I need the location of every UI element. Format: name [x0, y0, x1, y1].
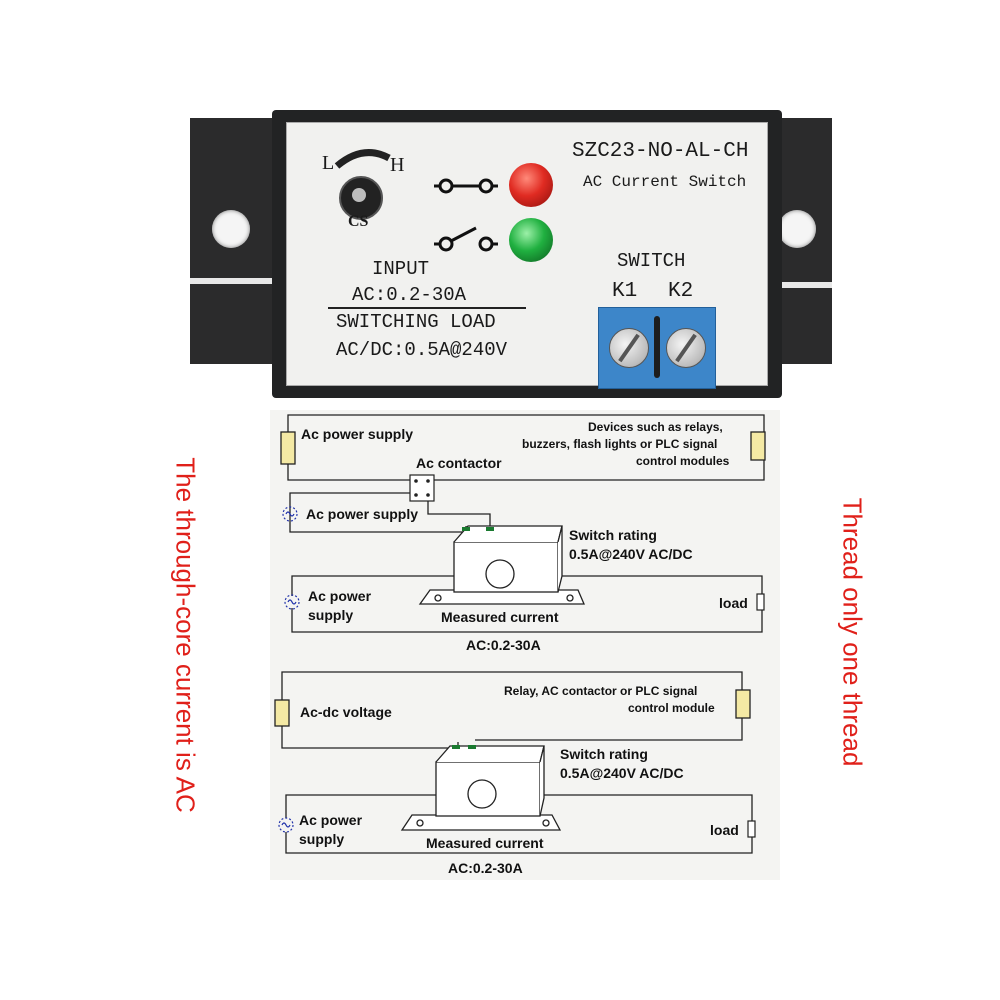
knob-high-label: H: [390, 154, 405, 176]
d2-relay-line2: control module: [628, 701, 715, 715]
d2-measured: Measured current: [426, 835, 544, 851]
subtitle-label: AC Current Switch: [583, 173, 747, 191]
d1-ac-supply-bottom-line1: Ac power: [308, 588, 372, 604]
left-bracket-stripe: [190, 278, 282, 284]
input-range: AC:0.2-30A: [352, 284, 467, 306]
d2-ac-supply-line2: supply: [299, 831, 345, 847]
switch-open-icon: [434, 226, 498, 252]
model-label: SZC23-NO-AL-CH: [572, 140, 749, 163]
d1-measured: Measured current: [441, 609, 559, 625]
side-note-left: The through-core current is AC: [170, 457, 201, 813]
right-mounting-hole: [778, 210, 816, 248]
sensitivity-knob[interactable]: [339, 176, 383, 220]
d2-rating-line2: 0.5A@240V AC/DC: [560, 765, 684, 781]
switch-title: SWITCH: [617, 250, 686, 272]
d1-ac-supply-top: Ac power supply: [301, 426, 414, 442]
right-bracket-stripe: [772, 282, 832, 288]
input-title: INPUT: [372, 258, 430, 280]
d1-range: AC:0.2-30A: [466, 637, 541, 653]
switch-no-icon: [434, 178, 498, 194]
d1-rating-line1: Switch rating: [569, 527, 657, 543]
screw-k1-icon[interactable]: [609, 328, 649, 368]
d1-devices-line1: Devices such as relays,: [588, 420, 723, 434]
terminal-separator: [654, 316, 660, 378]
knob-low-label: L: [322, 152, 335, 174]
left-mounting-hole: [212, 210, 250, 248]
d2-rating-line1: Switch rating: [560, 746, 648, 762]
d1-devices-line3: control modules: [636, 454, 730, 468]
d2-ac-supply-line1: Ac power: [299, 812, 363, 828]
side-note-right: Thread only one thread: [837, 497, 868, 767]
d2-relay-line1: Relay, AC contactor or PLC signal: [504, 684, 698, 698]
d1-rating-line2: 0.5A@240V AC/DC: [569, 546, 693, 562]
terminal-k2-label: K2: [668, 280, 694, 303]
knob-arc-icon: [334, 149, 391, 169]
d1-ac-supply-mid: Ac power supply: [306, 506, 419, 522]
d2-load: load: [710, 822, 739, 838]
d1-load: load: [719, 595, 748, 611]
d2-voltage: Ac-dc voltage: [300, 704, 392, 720]
terminal-k1-label: K1: [612, 280, 638, 303]
terminal-block: [598, 307, 716, 389]
screw-k2-icon[interactable]: [666, 328, 706, 368]
green-led-icon: [509, 218, 553, 262]
load-rating: AC/DC:0.5A@240V: [336, 339, 508, 361]
panel-divider: [328, 307, 526, 309]
d1-devices-line2: buzzers, flash lights or PLC signal: [522, 437, 718, 451]
contactor-box: [409, 474, 435, 502]
d1-ac-supply-bottom-line2: supply: [308, 607, 354, 623]
d2-range: AC:0.2-30A: [448, 860, 523, 876]
knob-label: CS: [348, 213, 369, 230]
red-led-icon: [509, 163, 553, 207]
load-title: SWITCHING LOAD: [336, 311, 496, 333]
d1-contactor: Ac contactor: [416, 455, 502, 471]
